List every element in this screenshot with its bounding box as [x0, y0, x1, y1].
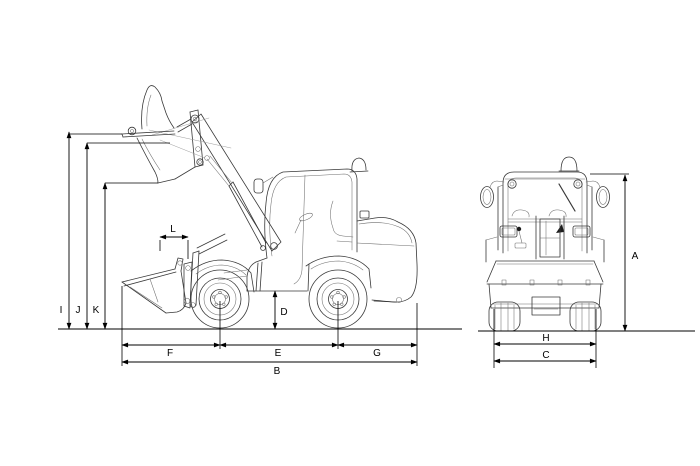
dim-label-I: I [60, 305, 63, 316]
dim-label-D: D [280, 307, 287, 318]
front-view-mirrors [480, 180, 610, 208]
side-mirror [253, 176, 274, 194]
chassis [190, 255, 372, 293]
raised-bucket [121, 85, 196, 184]
dim-label-E: E [275, 348, 282, 359]
front-view-bucket [485, 236, 605, 316]
engine-hood [356, 210, 418, 303]
dimension-lines [58, 131, 695, 368]
dim-A [590, 173, 629, 332]
dim-label-K: K [93, 305, 100, 316]
dim-J [84, 142, 170, 330]
dim-L [159, 234, 189, 259]
dim-I [66, 131, 122, 330]
front-view-cab [497, 156, 593, 260]
dim-label-H: H [542, 333, 549, 344]
dim-K [102, 182, 158, 330]
boom-arm [148, 109, 282, 252]
ground-bucket [121, 233, 228, 314]
front-view-tires [488, 301, 602, 332]
dim-label-F: F [167, 348, 173, 359]
dimension-labels: I J K L D F E G B A H C [60, 224, 639, 377]
rear-wheel [308, 269, 368, 329]
beacon [349, 157, 369, 173]
dim-label-L: L [170, 224, 176, 235]
front-view-drawing [480, 156, 610, 332]
dim-label-C: C [542, 350, 549, 361]
side-view-drawing [121, 85, 418, 329]
dim-label-G: G [373, 348, 381, 359]
dim-label-B: B [274, 366, 281, 377]
beacon-front [558, 156, 580, 172]
dim-label-A: A [632, 251, 639, 262]
cab [253, 157, 369, 285]
dim-label-J: J [76, 305, 81, 316]
